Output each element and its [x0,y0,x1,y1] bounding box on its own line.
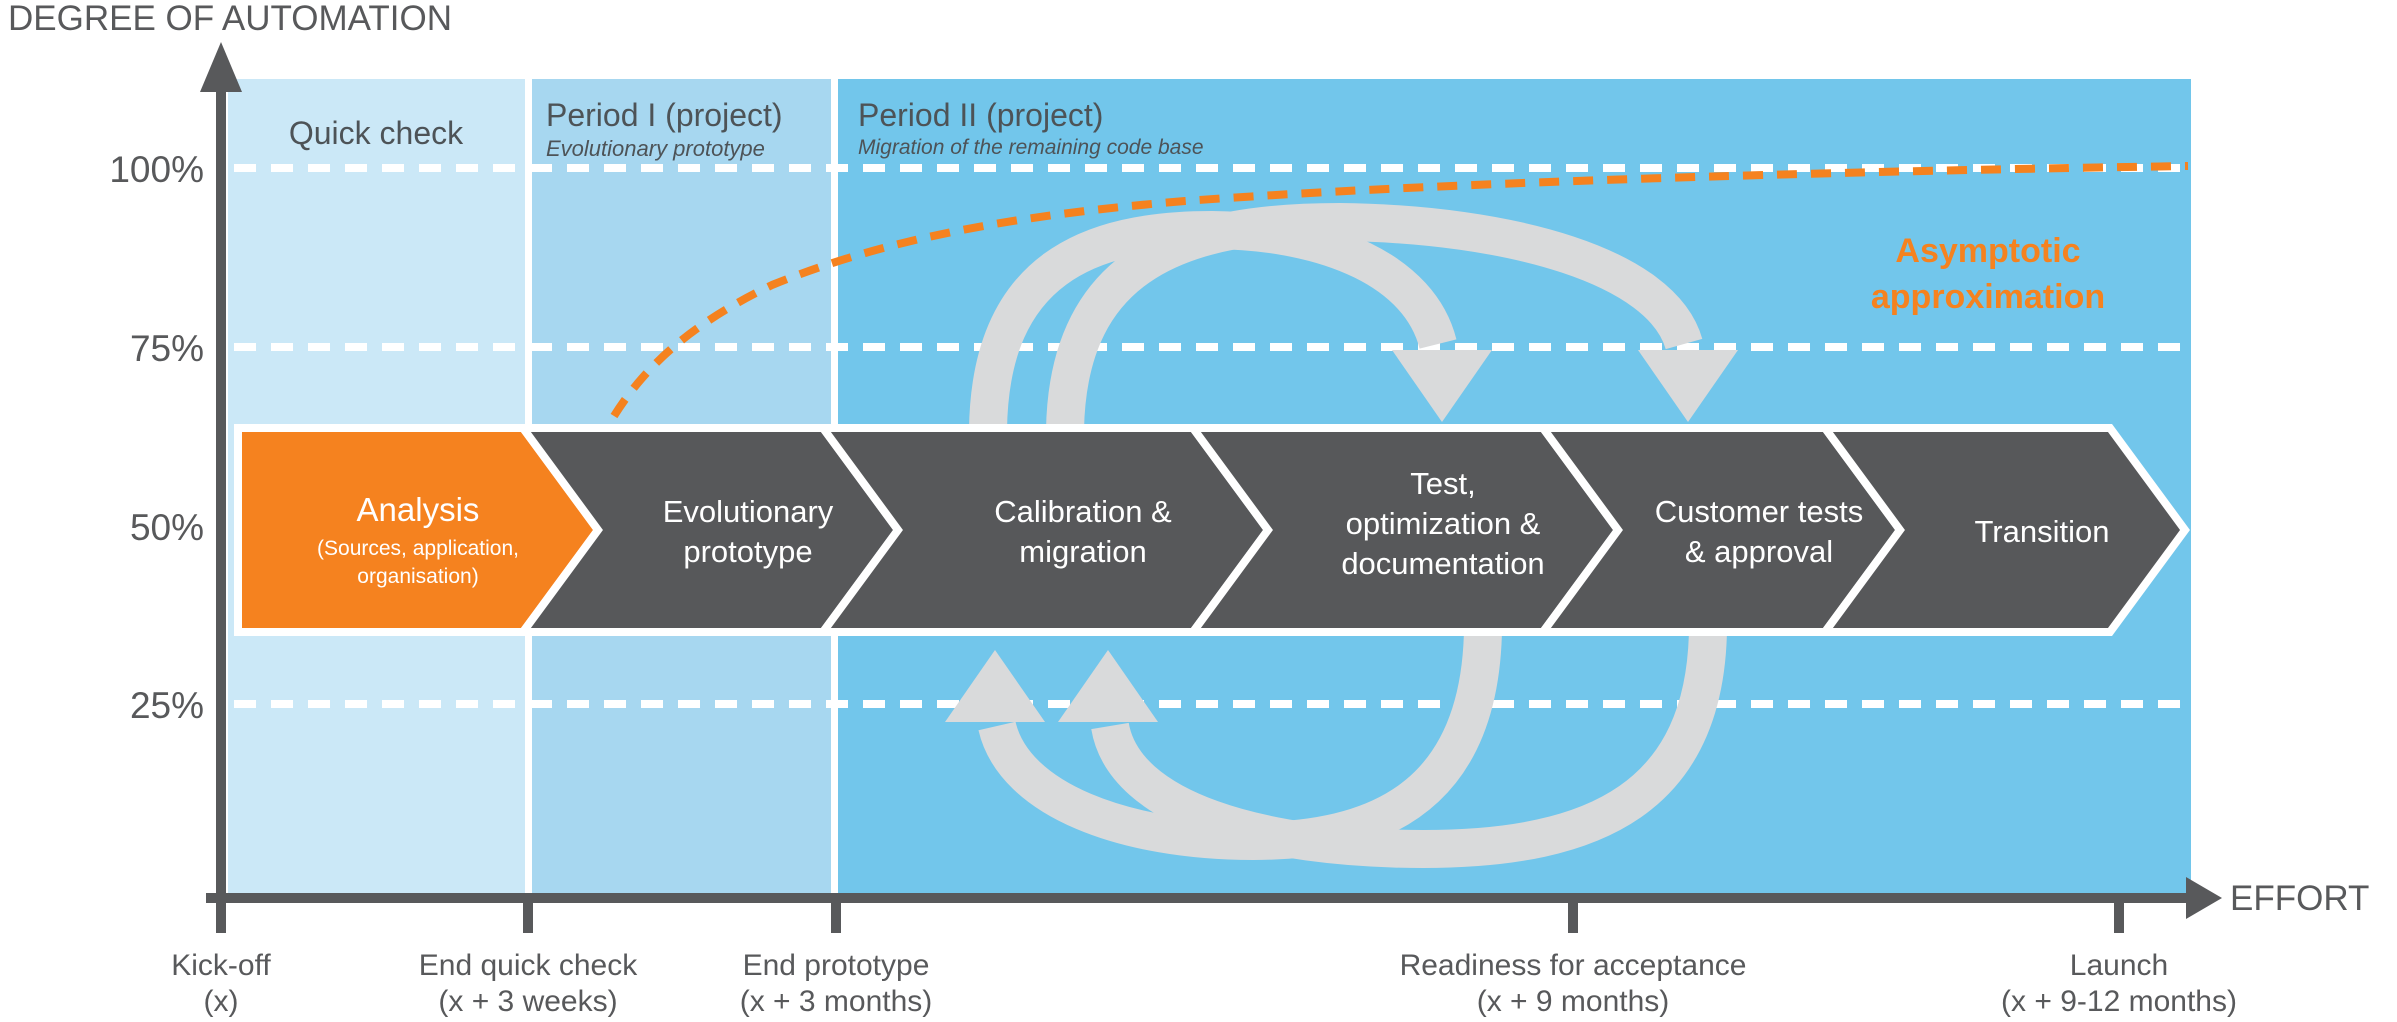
x-axis-line [206,893,2190,903]
asymptotic-curve [610,162,2189,419]
step-label-analysis: Analysis [357,491,480,528]
tick-kick-off [216,903,226,933]
tick-readiness [1568,903,1578,933]
step-label-customer-2: & approval [1685,534,1833,569]
milestone-readiness-time: (x + 9 months) [1477,985,1670,1018]
y-axis-line [216,80,226,912]
milestone-end-quick-check-name: End quick check [419,949,638,982]
step-sublabel-analysis-2: organisation) [357,565,478,588]
tick-end-quick-check [523,903,533,933]
y-tick-100: 100% [109,149,204,190]
loop-arrowhead-up-1 [945,650,1045,722]
step-label-calibration-1: Calibration & [994,494,1172,529]
step-label-calibration-2: migration [1019,534,1147,569]
loop-arc-lower-2 [1091,629,1727,869]
milestone-kick-off-name: Kick-off [171,949,271,982]
tick-launch [2114,903,2124,933]
asymptotic-annotation-line1: Asymptotic [1895,232,2080,270]
iteration-loops-lower [945,629,1727,869]
milestone-launch-time: (x + 9-12 months) [2001,985,2237,1018]
tick-end-prototype [831,903,841,933]
y-tick-25: 25% [130,685,204,726]
milestone-launch-name: Launch [2070,949,2168,982]
step-label-customer-1: Customer tests [1655,494,1863,529]
step-label-test-2: optimization & [1346,506,1541,541]
step-label-evolutionary-2: prototype [683,534,812,569]
step-label-test-3: documentation [1341,546,1544,581]
x-axis-title: EFFORT [2230,879,2369,918]
step-sublabel-analysis-1: (Sources, application, [317,537,519,560]
loop-arrowhead-down-2 [1638,350,1738,422]
milestone-end-quick-check-time: (x + 3 weeks) [438,985,617,1018]
zone-sublabel-period-2: Migration of the remaining code base [858,136,1204,159]
zone-label-period-1: Period I (project) [546,97,783,133]
y-tick-50: 50% [130,507,204,548]
y-axis-title: DEGREE OF AUTOMATION [8,0,452,38]
milestone-readiness-name: Readiness for acceptance [1400,949,1747,982]
milestone-end-prototype-time: (x + 3 months) [740,985,933,1018]
milestone-kick-off-time: (x) [204,985,239,1018]
loop-arrowhead-down-1 [1392,350,1492,422]
loop-arc-upper-2 [1046,202,1703,431]
asymptotic-annotation-line2: approximation [1871,278,2105,316]
loop-arrowhead-up-2 [1058,650,1158,722]
step-label-transition: Transition [1975,514,2110,549]
chevron-transition [1817,424,2190,636]
y-tick-75: 75% [130,328,204,369]
process-band [234,424,2190,636]
step-label-test-1: Test, [1410,466,1475,501]
zone-sublabel-period-1: Evolutionary prototype [546,136,765,161]
iteration-loops-upper [969,202,1738,431]
y-axis-arrowhead [200,42,242,92]
milestone-end-prototype-name: End prototype [743,949,930,982]
x-axis-arrowhead [2186,877,2222,919]
step-label-evolutionary-1: Evolutionary [663,494,834,529]
zone-label-quick-check: Quick check [289,115,464,151]
zone-label-period-2: Period II (project) [858,97,1103,133]
